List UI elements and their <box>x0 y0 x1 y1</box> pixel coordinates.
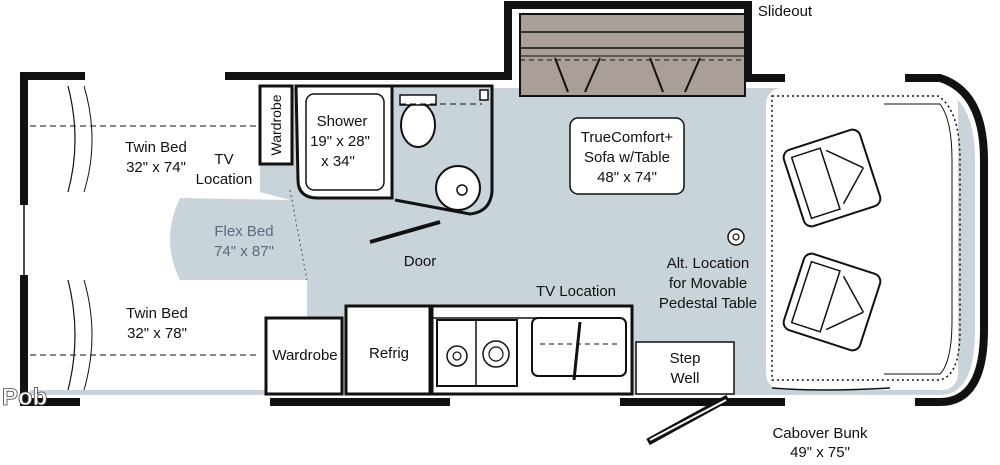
label-twin-bed-top-size: 32" x 74" <box>126 159 186 176</box>
kitchen-sink-icon <box>531 317 627 377</box>
flex-bed-shade <box>170 198 307 280</box>
bath-room-wall <box>392 84 494 216</box>
label-twin-bed-top: Twin Bed <box>125 139 187 156</box>
wardrobe-top <box>258 84 294 166</box>
passenger-seat-icon <box>782 252 882 352</box>
flex-bed-dots <box>289 189 308 281</box>
label-tv-location-top-2: Location <box>196 171 253 188</box>
cab-step <box>771 387 891 391</box>
window-bottom-right <box>785 398 915 406</box>
label-flex-bed: Flex Bed <box>214 223 273 240</box>
label-shower: Shower <box>317 113 368 130</box>
dash-panel <box>884 103 953 375</box>
label-flex-bed-size: 74" x 87" <box>214 243 274 260</box>
bath-door <box>369 220 441 244</box>
cab-seat-area <box>766 88 958 390</box>
burner-2-inner <box>488 346 504 362</box>
label-sofa-1: TrueComfort+ <box>581 129 674 146</box>
pillow-bottom-2 <box>83 279 93 391</box>
shower-pan <box>305 93 385 191</box>
label-sofa-3: 48" x 74" <box>597 169 657 186</box>
driver-seat-icon <box>782 128 882 228</box>
label-wardrobe-top: Wardrobe <box>268 94 284 155</box>
label-cabover-2: 49" x 75" <box>790 444 850 461</box>
window-bottom-left <box>80 398 270 406</box>
sink-drain-icon <box>456 184 468 196</box>
entry-door-inner <box>649 399 727 441</box>
label-sofa-2: Sofa w/Table <box>584 149 670 166</box>
window-bottom-mid <box>450 398 620 406</box>
label-shower-size-1: 19" x 28" <box>310 133 370 150</box>
faucet-icon <box>572 321 582 381</box>
label-well: Well <box>671 370 700 387</box>
label-cabover-1: Cabover Bunk <box>772 425 868 442</box>
label-slideout: Slideout <box>758 3 813 20</box>
label-step: Step <box>670 350 701 367</box>
label-refrig: Refrig <box>369 345 409 362</box>
window-top-right <box>785 74 905 82</box>
label-twin-bed-bottom-size: 32" x 78" <box>127 325 187 342</box>
label-alt-location-1: Alt. Location <box>667 255 750 272</box>
bath-vent-icon <box>479 89 489 101</box>
twin-bed-top <box>30 86 260 192</box>
label-tv-location-kitchen: TV Location <box>536 283 616 300</box>
twin-bed-bottom <box>30 280 307 390</box>
pillow-top <box>67 85 76 193</box>
table-legs <box>554 57 701 93</box>
pedestal-mount-inner <box>732 233 740 241</box>
watermark-logo: Pob <box>2 384 47 411</box>
cab-dotted-line <box>771 95 961 381</box>
pillow-top-2 <box>83 85 93 193</box>
slideout-sofa <box>519 13 746 97</box>
outer-wall <box>20 1 988 406</box>
pillow-bottom <box>67 279 76 391</box>
label-alt-location-3: Pedestal Table <box>659 295 757 312</box>
label-twin-bed-bottom: Twin Bed <box>126 305 188 322</box>
label-alt-location-2: for Movable <box>669 275 747 292</box>
window-top-left <box>85 72 225 80</box>
toilet-icon <box>400 102 436 148</box>
label-door: Door <box>404 253 437 270</box>
burner-1-inner <box>452 351 462 361</box>
sofa-table-box <box>569 117 685 195</box>
label-shower-size-2: x 34" <box>321 153 355 170</box>
toilet-tank-icon <box>399 94 437 106</box>
wardrobe-bottom <box>264 316 344 396</box>
label-wardrobe-bottom: Wardrobe <box>272 347 337 364</box>
label-tv-location-top-1: TV <box>214 151 233 168</box>
refrigerator <box>344 304 432 396</box>
step-well <box>635 341 735 395</box>
flex-bed-inner <box>30 198 180 280</box>
